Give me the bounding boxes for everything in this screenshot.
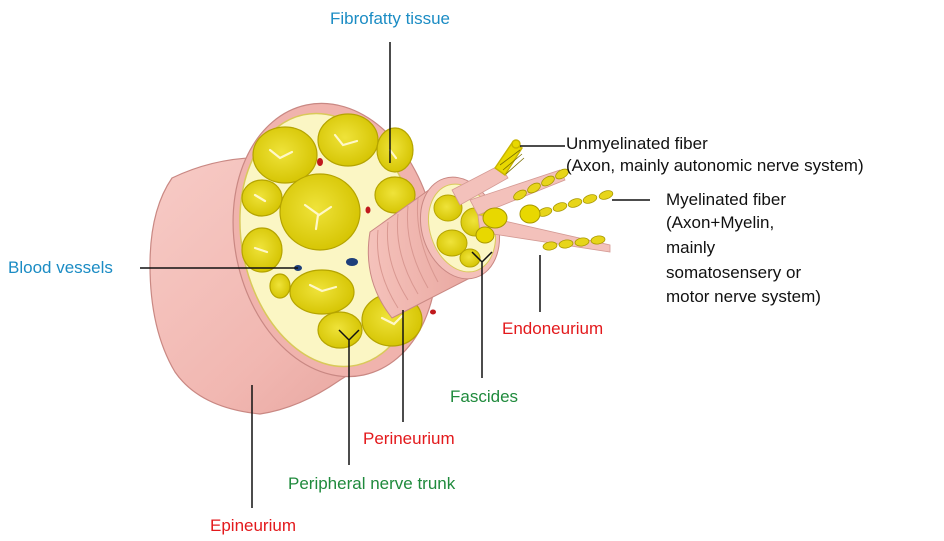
myelinated-fiber-desc-3: somatosensery or <box>666 262 801 283</box>
peripheral-nerve-trunk-label: Peripheral nerve trunk <box>288 473 455 494</box>
myelinated-fiber-desc-4: motor nerve system) <box>666 286 821 307</box>
fascides-label: Fascides <box>450 386 518 407</box>
epineurium-label: Epineurium <box>210 515 296 536</box>
unmyelinated-fiber-label: Unmyelinated fiber <box>566 133 708 154</box>
blood-vessels-label: Blood vessels <box>8 257 113 278</box>
perineurium-label: Perineurium <box>363 428 455 449</box>
unmyelinated-fiber-description: (Axon, mainly autonomic nerve system) <box>566 155 864 176</box>
unmyelinated-fiber-bundle <box>495 140 524 175</box>
myelinated-fiber-desc-1: (Axon+Myelin, <box>666 212 774 233</box>
myelinated-fiber-label: Myelinated fiber <box>666 189 786 210</box>
myelinated-fiber-desc-2: mainly <box>666 237 715 258</box>
endoneurium-label: Endoneurium <box>502 318 603 339</box>
fibrofatty-tissue-label: Fibrofatty tissue <box>330 8 450 29</box>
